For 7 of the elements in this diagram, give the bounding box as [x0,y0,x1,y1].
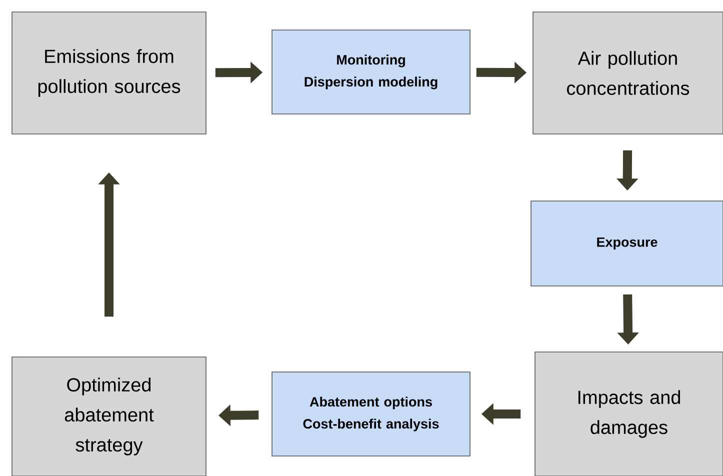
process-box: Optimized abatement strategy [12,356,206,476]
method-box: Monitoring Dispersion modeling [272,30,470,114]
process-box: Impacts and damages [534,352,723,476]
process-box: Emissions from pollution sources [12,12,206,134]
method-box: Exposure [530,200,723,286]
process-box: Air pollution concentrations [532,12,723,134]
method-box: Abatement options Cost-benefit analysis [272,372,470,456]
